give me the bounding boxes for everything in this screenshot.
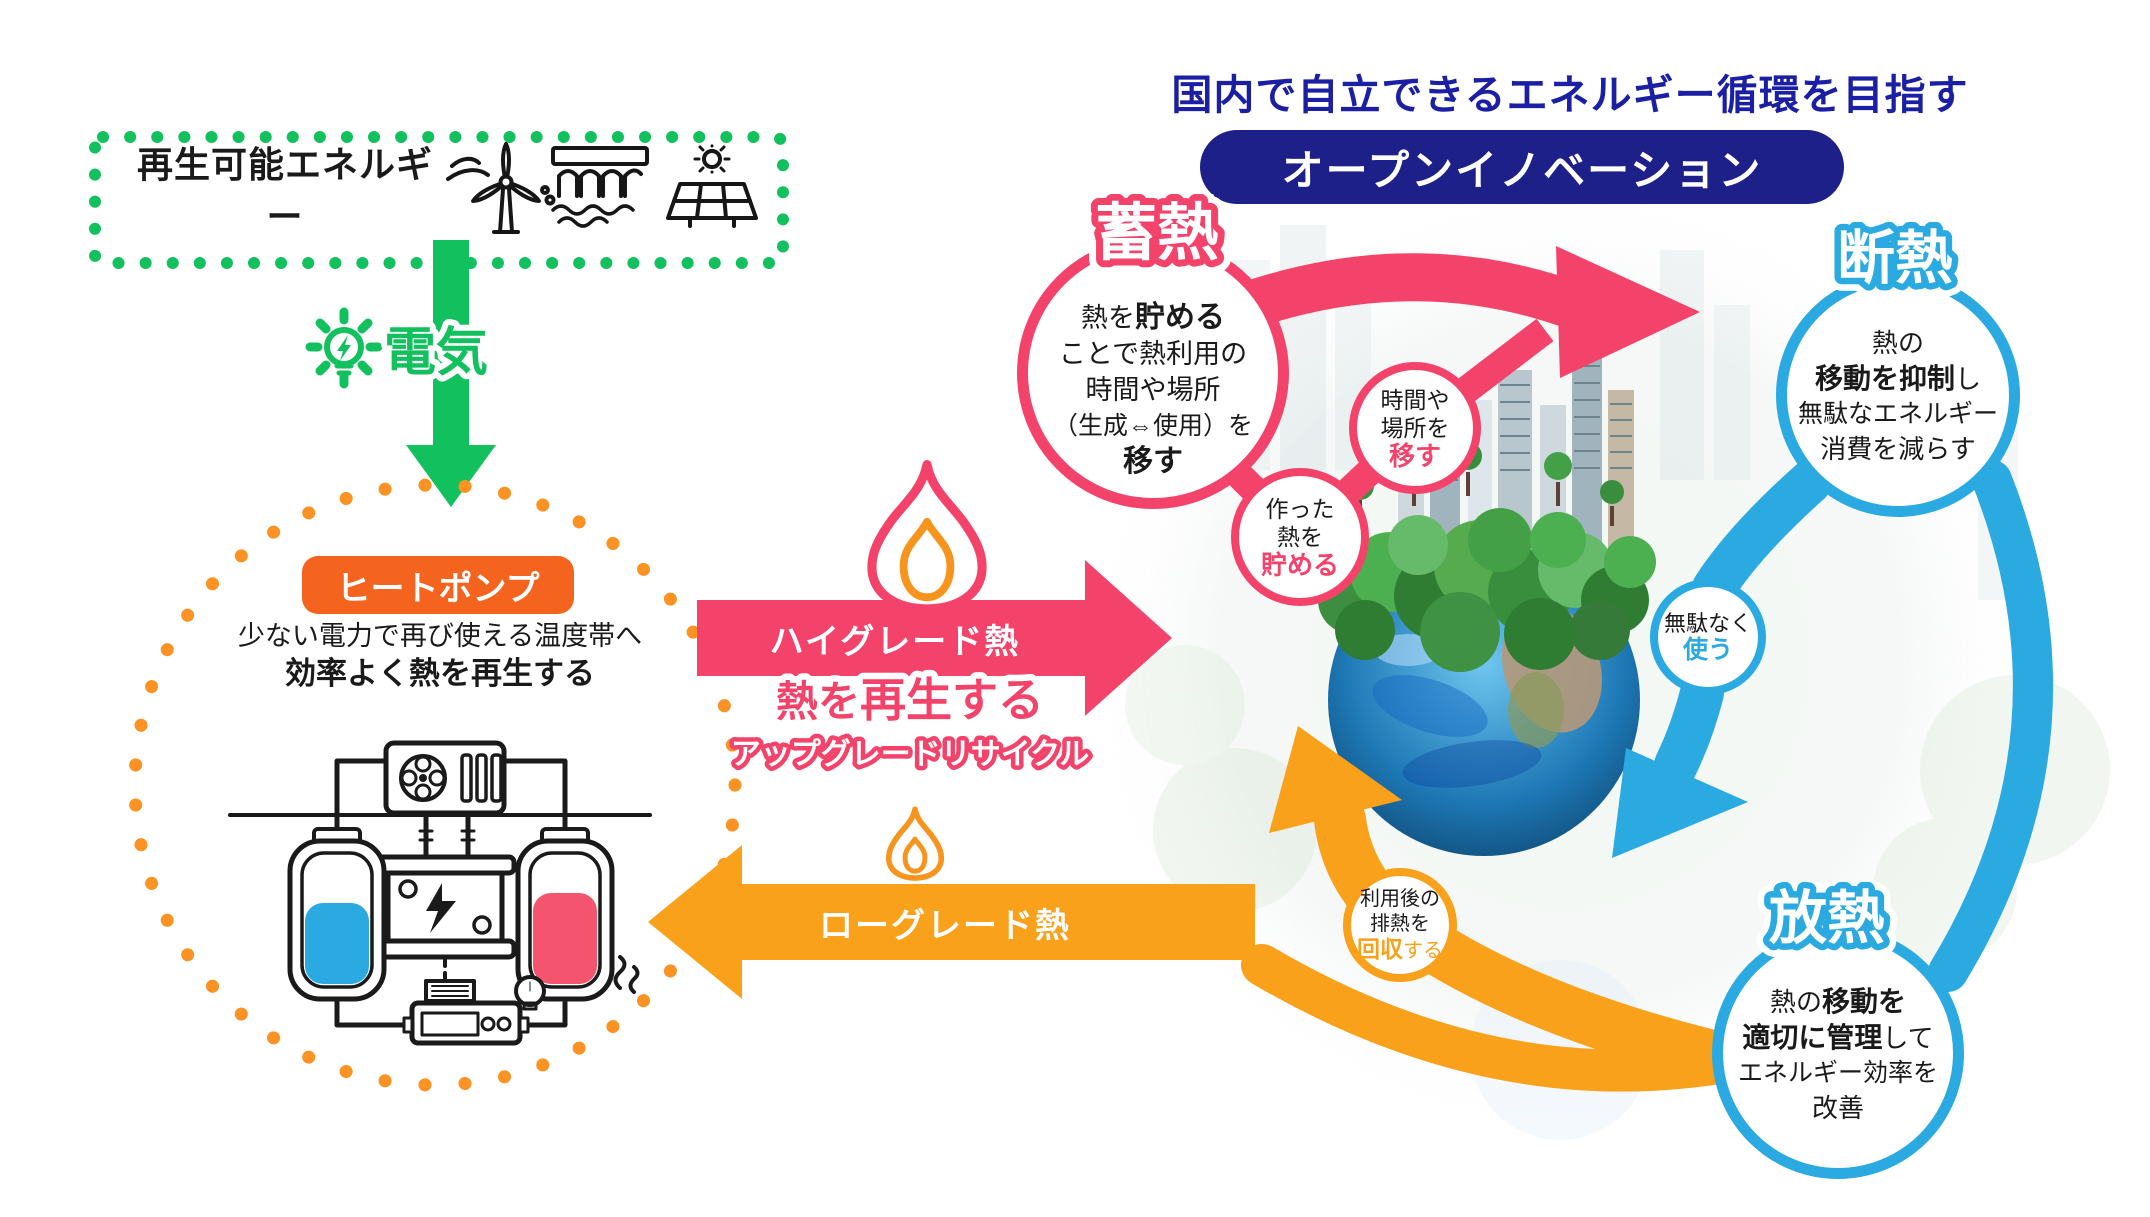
bubble-recover-l3a: 回収 — [1357, 935, 1403, 962]
radiation-l2a: 適切に管理 — [1742, 1022, 1883, 1053]
svg-text:アップグレードリサイクル: アップグレードリサイクル — [731, 738, 1090, 771]
bubble-store-l2: 熱を — [1276, 524, 1323, 550]
bubble-recover-l3: 回収する — [1357, 935, 1443, 964]
regen-normal-part: 熱を — [776, 678, 860, 725]
heat-pump-dotted-circle — [128, 478, 742, 1092]
renewable-energy-label: 再生可能エネルギー — [136, 144, 433, 237]
insulation-line4: 消費を減らす — [1820, 434, 1976, 464]
bubble-store-l3: 貯める — [1260, 550, 1339, 580]
flame-icon-high-grade — [867, 460, 987, 614]
svg-text:電気: 電気 — [384, 324, 488, 382]
bubble-use-l1: 無駄なく — [1663, 611, 1752, 636]
wind-turbine-icon — [446, 142, 541, 234]
svg-text:蓄熱: 蓄熱 — [1095, 199, 1219, 268]
storage-line4: （生成⇔使用）を — [1052, 412, 1253, 440]
forest-canopy — [1318, 508, 1656, 672]
pipes — [334, 758, 568, 1028]
high-grade-arrow — [697, 560, 1172, 716]
low-grade-arrow-label: ローグレード熱 — [819, 906, 1071, 945]
storage-title: 蓄熱 蓄熱 — [1081, 194, 1233, 278]
radiation-line4: 改善 — [1811, 1093, 1864, 1123]
flame-icon-low-grade — [885, 806, 945, 881]
solar-panel-icon — [666, 144, 758, 228]
electricity-label: 電気 — [378, 318, 494, 388]
bubble-recover-l1: 利用後の — [1360, 887, 1440, 910]
radiation-line3: エネルギー効率を — [1737, 1059, 1938, 1087]
pink-arrowhead — [1556, 246, 1700, 378]
upgrade-recycle-subtitle: アップグレードリサイクル — [726, 734, 1094, 776]
svg-text:放熱: 放熱 — [1769, 886, 1885, 951]
radiation-l1a: 熱の — [1769, 987, 1822, 1017]
bubble-use-without-waste: 無駄なく 使う — [1650, 579, 1766, 695]
storage-line2: ことで熱利用の — [1058, 339, 1248, 369]
storage-l1b: 貯める — [1135, 301, 1225, 334]
bubble-recover-l3b: する — [1403, 939, 1443, 962]
blue-cycle-arc — [1612, 460, 2053, 992]
lightbulb-bolt-icon — [305, 307, 383, 389]
blue-arrowhead — [1612, 748, 1748, 858]
radiation-line2: 適切に管理して — [1742, 1020, 1933, 1056]
bubble-store-l1: 作った — [1265, 496, 1335, 522]
storage-circle: 熱を貯める ことで熱利用の 時間や場所 （生成⇔使用）を 移す — [1017, 237, 1289, 509]
bubble-use-l2: 使う — [1682, 636, 1733, 664]
bubble-recover-exhaust: 利用後の 排熱を 回収する — [1343, 868, 1457, 982]
radiation-line1: 熱の移動を — [1770, 984, 1906, 1020]
page-title: 国内で自立できるエネルギー循環を目指す — [1171, 72, 1969, 118]
radiation-circle: 熱の移動を 適切に管理して エネルギー効率を 改善 — [1712, 927, 1964, 1179]
storage-line3: 時間や場所 — [1085, 375, 1221, 405]
insulation-l2a: 移動を抑制 — [1814, 363, 1955, 394]
insulation-l2b: し — [1955, 364, 1982, 394]
radiation-l1b: 移動を — [1822, 986, 1907, 1017]
electricity-down-arrow — [406, 240, 496, 507]
flow-meter — [402, 975, 546, 1046]
insulation-line1: 熱の — [1871, 328, 1924, 358]
radiation-title: 放熱 放熱 — [1756, 882, 1898, 962]
svg-text:熱を再生する: 熱を再生する — [776, 674, 1044, 726]
heat-pump-label: ヒートポンプ — [302, 556, 574, 614]
outdoor-unit — [383, 740, 507, 816]
open-innovation-badge: オープンイノベーション — [1200, 130, 1844, 204]
radiation-l2b: して — [1882, 1023, 1934, 1053]
earth-illustration — [1318, 352, 1656, 856]
storage-line1: 熱を貯める — [1081, 300, 1225, 336]
svg-text:断熱: 断熱 — [1837, 226, 1953, 291]
hot-tank — [515, 827, 640, 1002]
low-grade-arrow — [648, 845, 1255, 999]
bubble-shift-l2: 場所を — [1380, 415, 1450, 441]
heat-pump-desc-line1: 少ない電力で再び使える温度帯へ — [237, 620, 643, 651]
insulation-line2: 移動を抑制し — [1815, 361, 1981, 397]
insulation-title: 断熱 断熱 — [1824, 222, 1966, 302]
storage-l1a: 熱を — [1081, 303, 1135, 333]
heat-pump-schematic — [228, 740, 652, 1046]
yellow-arrowhead — [1269, 726, 1402, 833]
hydro-dam-icon — [540, 146, 649, 228]
insulation-line3: 無駄なエネルギー — [1797, 400, 1998, 428]
bubble-shift-l1: 時間や — [1380, 387, 1450, 413]
regen-bold-part: 再生する — [860, 674, 1044, 726]
bubble-recover-l2: 排熱を — [1370, 912, 1430, 935]
svg-text:放熱: 放熱 — [1769, 886, 1885, 951]
high-grade-arrow-label: ハイグレード熱 — [769, 622, 1021, 661]
bubble-shift-time-place: 時間や 場所を 移す — [1349, 362, 1481, 494]
bubble-store-heat: 作った 熱を 貯める — [1231, 468, 1369, 606]
heat-regenerate-headline: 熱を再生する — [769, 668, 1050, 733]
bubble-shift-l3: 移す — [1388, 441, 1441, 471]
heat-pump-desc-line2: 効率よく熱を再生する — [285, 655, 595, 691]
svg-text:断熱: 断熱 — [1837, 226, 1953, 291]
cold-tank — [287, 827, 387, 1002]
insulation-circle: 熱の 移動を抑制し 無駄なエネルギー 消費を減らす — [1776, 273, 2020, 517]
svg-text:蓄熱: 蓄熱 — [1095, 199, 1219, 268]
compressor-unit — [373, 854, 517, 960]
storage-line5: 移す — [1123, 445, 1183, 478]
